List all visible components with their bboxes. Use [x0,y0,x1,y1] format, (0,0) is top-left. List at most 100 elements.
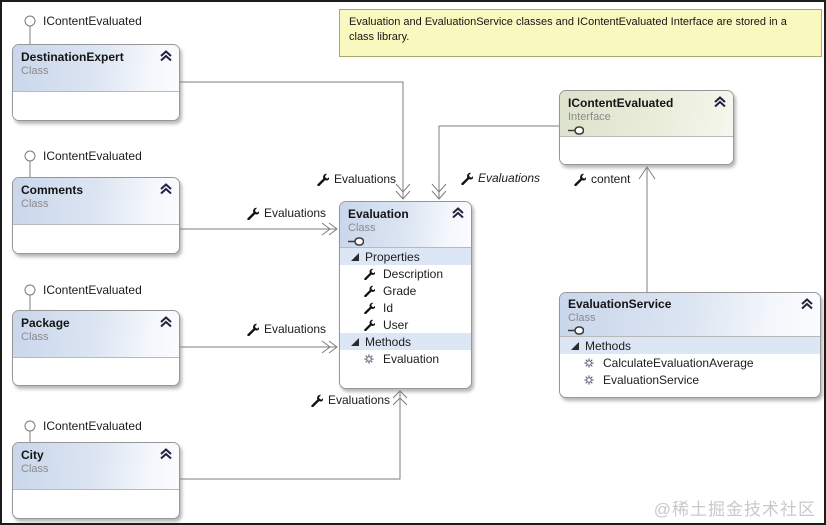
class-title: Package [21,316,70,330]
method-gear-icon [364,353,374,364]
class-box-evaluation[interactable]: Evaluation Class Properties Description … [339,201,472,389]
connector-icontentevaluated-evaluation[interactable] [431,125,559,200]
association-label-content[interactable]: content [573,172,630,186]
interface-stub-label-package[interactable]: IContentEvaluated [43,283,142,297]
connector-comments-evaluation[interactable] [180,222,338,236]
connector-destination-expert-evaluation[interactable] [180,81,411,200]
interface-box-icontentevaluated[interactable]: IContentEvaluated Interface [559,90,734,165]
property-wrench-icon [247,207,259,220]
expander-triangle-icon[interactable] [351,337,359,346]
class-header: City Class [13,443,179,490]
lollipop-city[interactable] [24,420,36,442]
property-wrench-icon [364,268,375,280]
class-kind: Class [348,222,376,234]
association-name: Evaluations [478,171,541,185]
interface-stub-label-destination-expert[interactable]: IContentEvaluated [43,14,142,28]
collapse-chevron-icon[interactable] [159,50,173,62]
association-name: content [591,172,631,186]
class-kind: Class [21,331,49,343]
association-label-city[interactable]: Evaluations [310,393,390,407]
association-label-icontentevaluated[interactable]: Evaluations [460,171,540,185]
property-wrench-icon [574,173,586,186]
association-label-package[interactable]: Evaluations [246,322,326,336]
association-name: Evaluations [264,206,327,220]
method-gear-icon [584,374,594,385]
lollipop-stub-icon [560,325,820,338]
section-label: Methods [365,334,412,349]
association-label-destination-expert[interactable]: Evaluations [316,172,396,186]
class-title: EvaluationService [568,297,672,311]
method-name: EvaluationService [603,372,700,387]
property-wrench-icon [311,394,323,407]
method-name: CalculateEvaluationAverage [603,355,754,370]
collapse-chevron-icon[interactable] [713,96,727,108]
interface-kind: Interface [568,111,611,123]
class-title: Comments [21,183,84,197]
property-wrench-icon [364,302,375,314]
class-header: Comments Class [13,178,179,225]
property-row[interactable]: User [340,316,471,333]
connector-package-evaluation[interactable] [180,340,338,354]
method-row[interactable]: Evaluation [340,350,471,367]
class-box-destination-expert[interactable]: DestinationExpert Class [12,44,180,121]
property-row[interactable]: Grade [340,282,471,299]
connector-evaluationservice-icontentevaluated[interactable] [638,166,656,292]
comment-note[interactable]: Evaluation and EvaluationService classes… [339,9,822,57]
class-header: DestinationExpert Class [13,45,179,92]
class-box-package[interactable]: Package Class [12,310,180,386]
property-wrench-icon [461,172,473,185]
class-body [13,490,179,518]
class-kind: Class [21,463,49,475]
section-properties[interactable]: Properties [340,248,471,265]
property-row[interactable]: Description [340,265,471,282]
association-name: Evaluations [264,322,327,336]
section-label: Methods [585,338,632,353]
association-label-comments[interactable]: Evaluations [246,206,326,220]
method-row[interactable]: CalculateEvaluationAverage [560,354,820,371]
collapse-chevron-icon[interactable] [159,183,173,195]
lollipop-package[interactable] [24,284,36,310]
expander-triangle-icon[interactable] [351,252,359,261]
class-kind: Class [21,198,49,210]
class-body [13,92,179,120]
property-wrench-icon [317,173,329,186]
property-wrench-icon [364,319,375,331]
class-title: DestinationExpert [21,50,124,64]
collapse-chevron-icon[interactable] [451,207,465,219]
class-box-evaluation-service[interactable]: EvaluationService Class Methods Calculat… [559,292,821,398]
class-title: City [21,448,44,462]
association-name: Evaluations [334,172,397,186]
collapse-chevron-icon[interactable] [800,298,814,310]
lollipop-destination-expert[interactable] [24,15,36,44]
property-name: Grade [383,283,417,298]
method-row[interactable]: EvaluationService [560,371,820,388]
expander-triangle-icon[interactable] [571,341,579,350]
class-header: EvaluationService Class [560,293,820,337]
class-box-city[interactable]: City Class [12,442,180,519]
section-methods[interactable]: Methods [340,333,471,350]
class-title: Evaluation [348,207,409,221]
interface-stub-label-comments[interactable]: IContentEvaluated [43,149,142,163]
class-header: Evaluation Class [340,202,471,248]
method-gear-icon [584,357,594,368]
method-name: Evaluation [383,351,440,366]
class-body [13,225,179,253]
connector-city-evaluation[interactable] [180,390,408,480]
property-name: User [383,317,409,332]
class-box-comments[interactable]: Comments Class [12,177,180,254]
property-name: Description [383,266,444,281]
class-kind: Class [568,312,596,324]
interface-stub-label-city[interactable]: IContentEvaluated [43,419,142,433]
watermark-text: @稀土掘金技术社区 [653,500,816,519]
collapse-chevron-icon[interactable] [159,448,173,460]
association-name: Evaluations [328,393,391,407]
collapse-chevron-icon[interactable] [159,316,173,328]
section-methods[interactable]: Methods [560,337,820,354]
property-row[interactable]: Id [340,299,471,316]
property-wrench-icon [364,285,375,297]
lollipop-comments[interactable] [24,150,36,177]
class-header: Package Class [13,311,179,358]
interface-header: IContentEvaluated Interface [560,91,733,137]
